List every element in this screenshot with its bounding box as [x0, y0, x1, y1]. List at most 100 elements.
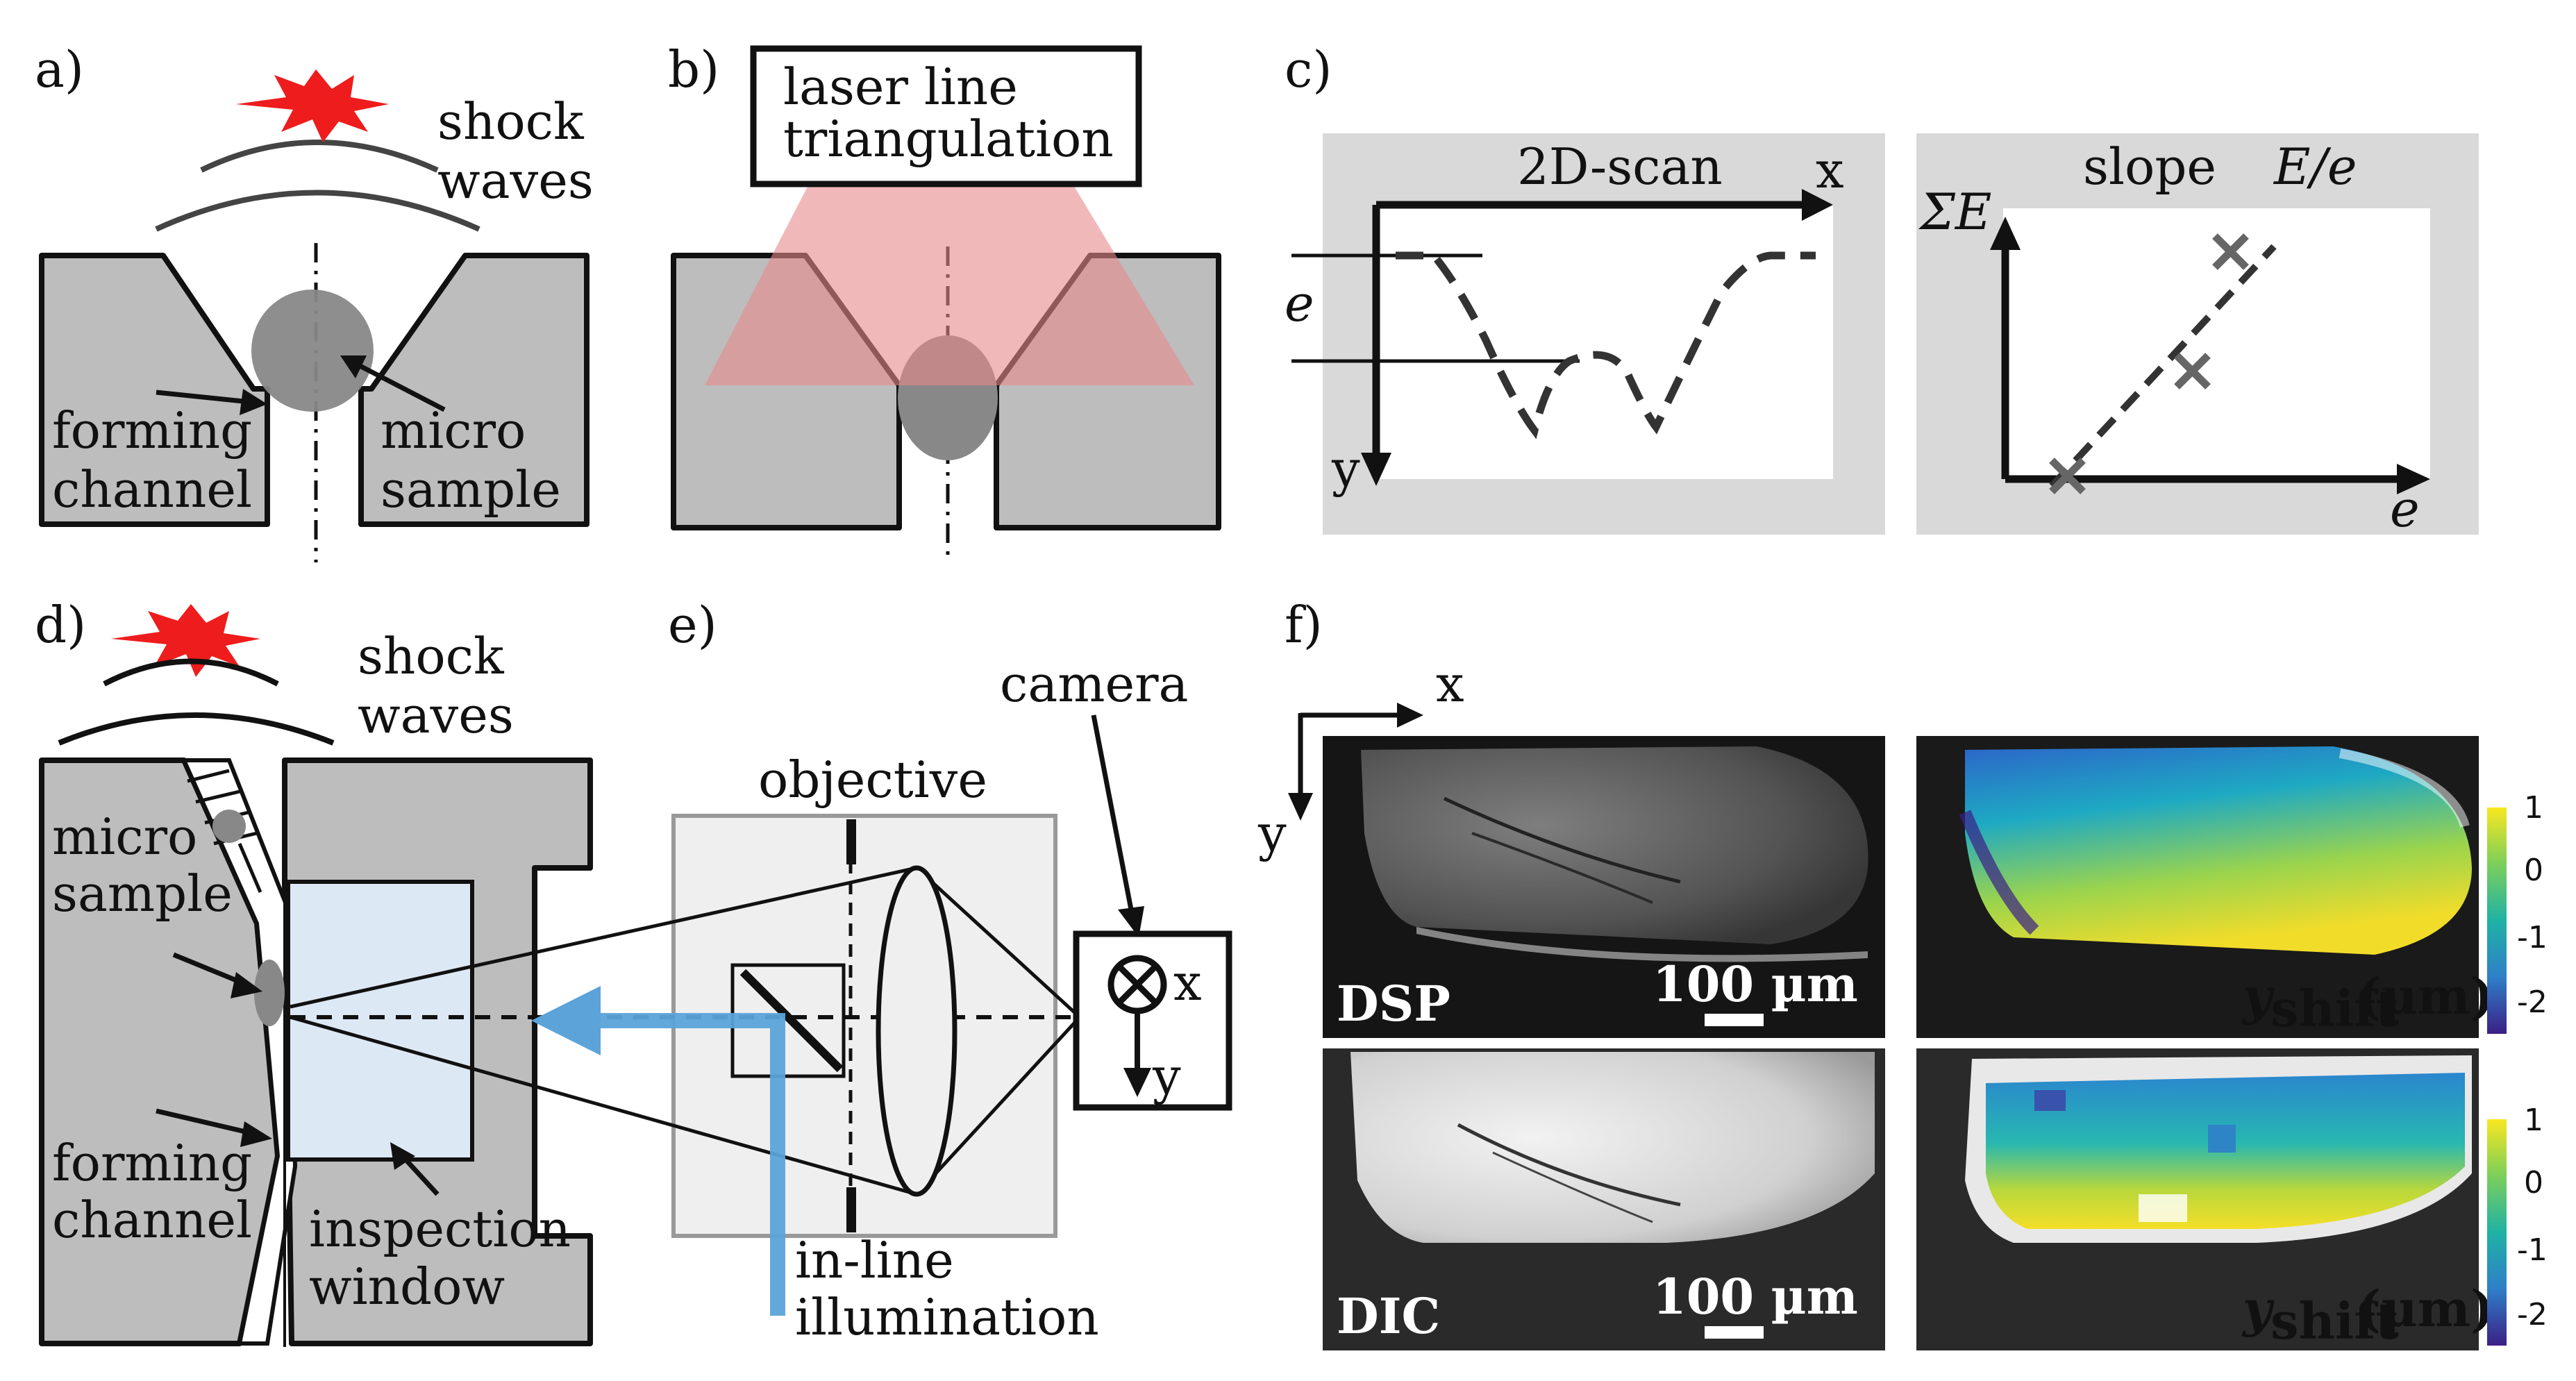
arrowhead	[390, 1142, 415, 1170]
arrowhead	[2397, 464, 2430, 494]
depth-e-label: e	[1285, 274, 1314, 333]
slope-title-prefix: slope	[2083, 137, 2216, 196]
panel-f: f) x y DSP 100 µm DIC 100 µm	[1257, 596, 2548, 1350]
dsp-scale-label: 100 µm	[1653, 955, 1858, 1013]
micro-sample-falling	[212, 810, 246, 843]
arrowhead	[1397, 703, 1423, 728]
channel-label: channel	[52, 460, 252, 519]
ray-line	[290, 1015, 917, 1196]
illumination-arrowhead	[531, 986, 601, 1055]
slope-plot-area	[2003, 208, 2430, 479]
panel-d: d) shock waves micro sample forming chan…	[35, 596, 593, 1347]
panel-c: c) 2D-scan x y e slope E/e ΣE e	[1285, 40, 2479, 538]
objective-label: objective	[758, 751, 987, 809]
colorbar-tick: -1	[2517, 1232, 2548, 1268]
window-label: window	[309, 1257, 505, 1316]
explosion-star-icon	[236, 69, 389, 142]
colorbar-tick: 0	[2524, 1165, 2543, 1200]
shock-label: shock	[437, 92, 585, 151]
colorbar	[2487, 1119, 2507, 1346]
ray-line	[290, 866, 917, 1009]
camera-arrow	[1091, 714, 1135, 914]
aperture-stop	[846, 1187, 856, 1232]
scan-profile-curve	[1396, 251, 1816, 440]
explosion-star-icon	[111, 604, 260, 677]
panel-a-letter: a)	[35, 40, 84, 99]
slope-x-label: e	[2390, 480, 2420, 538]
dic-label: DIC	[1337, 1287, 1440, 1345]
forming-label: forming	[52, 401, 252, 460]
shock-wave-arc	[103, 658, 279, 687]
data-marker	[2049, 458, 2086, 494]
colorbar-tick: -2	[2517, 1297, 2548, 1332]
shock-label: shock	[358, 627, 505, 685]
colorbar-tick: -2	[2517, 985, 2548, 1020]
hatch	[187, 769, 230, 783]
panel-e: e) objective in-line illumination camera…	[290, 596, 1232, 1346]
aperture-stop	[846, 819, 856, 864]
data-marker	[2174, 353, 2211, 390]
sample-arrow	[349, 358, 446, 412]
sum-e-label: ΣE	[1918, 183, 1991, 241]
beam-splitter-mirror	[739, 969, 844, 1073]
shock-wave-arc	[155, 190, 480, 232]
shock-wave-arc	[58, 712, 335, 746]
sample-label: sample	[380, 460, 561, 519]
scale-bar	[1705, 1326, 1764, 1339]
micro-label: micro	[52, 807, 197, 866]
f-y-label: y	[1257, 804, 1287, 862]
colorbar-tick: 1	[2524, 790, 2543, 826]
arrowhead	[1361, 453, 1391, 486]
illumination-path	[583, 1013, 785, 1316]
yshift-sub: shift	[2270, 979, 2398, 1038]
arrowhead	[1123, 1068, 1151, 1097]
inspection-window	[286, 880, 474, 1162]
scan-title: 2D-scan	[1517, 137, 1723, 196]
yshift-map-dic: y shift (µm)	[1916, 1048, 2494, 1350]
slope-title-italic: E/e	[2273, 137, 2357, 196]
yshift-y: y	[2241, 966, 2275, 1026]
dsp-image: DSP 100 µm	[1323, 736, 1885, 1038]
shock-wave-arc	[200, 140, 439, 173]
camera-x-label: x	[1173, 953, 1202, 1012]
colorbar-tick: -1	[2517, 920, 2548, 955]
camera-label: camera	[1000, 655, 1188, 713]
yshift-unit: (µm)	[2357, 1279, 2494, 1338]
colorbar-tick: 0	[2524, 853, 2543, 888]
panel-b: b) laser line triangulation	[668, 40, 1221, 562]
die-right-block	[358, 253, 589, 527]
panel-e-letter: e)	[668, 596, 717, 654]
panel-a: a) shock waves forming channel micro sam…	[35, 40, 594, 562]
panel-d-letter: d)	[35, 596, 86, 654]
inspection-label: inspection	[309, 1200, 571, 1258]
arrowhead	[240, 389, 267, 415]
sample-label: sample	[52, 864, 233, 923]
panel-f-letter: f)	[1285, 596, 1323, 654]
micro-sample-sphere	[251, 290, 374, 412]
arrowhead	[1118, 906, 1144, 937]
arrowhead	[240, 1121, 272, 1147]
illumination-label: illumination	[795, 1288, 1099, 1346]
arrowhead	[1802, 189, 1833, 221]
fit-line	[2049, 244, 2277, 489]
dsp-label: DSP	[1337, 975, 1450, 1032]
yshift-y: y	[2241, 1279, 2275, 1338]
micro-label: micro	[380, 401, 526, 460]
laser-title-box	[750, 45, 1142, 187]
ray-line	[915, 867, 1081, 1019]
arrowhead	[1288, 793, 1313, 821]
colorbar	[2487, 807, 2507, 1034]
micro-sample-deformed	[254, 960, 285, 1026]
into-page-axis-icon	[1116, 964, 1158, 1005]
ray-line	[915, 1016, 1081, 1196]
yshift-map-dsp: y shift (µm)	[1916, 736, 2494, 1038]
scan-x-label: x	[1816, 141, 1844, 199]
waves-label: waves	[358, 686, 514, 744]
in-line-label: in-line	[795, 1231, 954, 1289]
scan-y-label: y	[1331, 440, 1360, 498]
objective-lens	[876, 865, 957, 1197]
triangulation-label: triangulation	[783, 110, 1114, 168]
dic-image: DIC 100 µm	[1323, 1048, 1885, 1350]
dic-scale-label: 100 µm	[1653, 1268, 1858, 1325]
laser-line-label: laser line	[783, 58, 1018, 116]
